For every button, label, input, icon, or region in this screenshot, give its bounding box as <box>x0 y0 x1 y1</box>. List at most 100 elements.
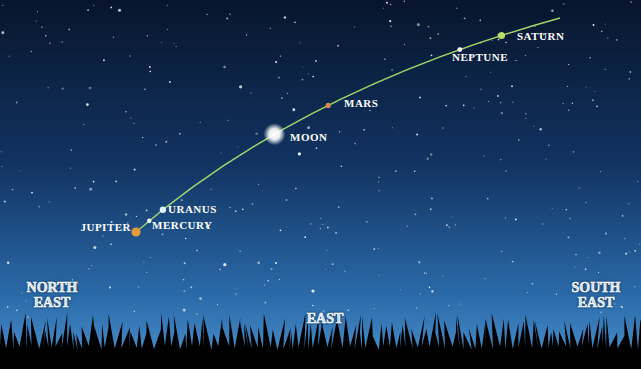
star <box>395 170 397 172</box>
star <box>167 5 168 6</box>
star <box>593 24 595 26</box>
star <box>295 188 296 189</box>
direction-label: EAST <box>287 311 363 326</box>
star <box>374 308 375 309</box>
star <box>267 280 269 282</box>
star <box>629 251 630 252</box>
ecliptic-line <box>136 18 560 232</box>
star <box>93 246 96 249</box>
star <box>465 76 466 77</box>
star <box>210 189 211 190</box>
star <box>312 76 314 78</box>
planet-dot <box>264 123 286 145</box>
star <box>511 85 513 87</box>
star <box>38 206 39 207</box>
star <box>219 269 221 271</box>
star <box>239 85 242 88</box>
star <box>83 124 84 125</box>
star <box>505 170 507 172</box>
star <box>429 287 431 289</box>
star <box>136 216 137 217</box>
star <box>428 26 430 28</box>
star <box>49 201 50 202</box>
star <box>490 72 491 73</box>
star <box>404 1 405 2</box>
star <box>446 224 448 226</box>
star <box>480 89 482 91</box>
star <box>568 236 570 238</box>
star <box>552 208 553 209</box>
planet-dot <box>498 32 505 39</box>
star <box>637 181 638 182</box>
star <box>235 210 237 212</box>
star <box>628 203 630 205</box>
star <box>299 42 300 43</box>
star <box>109 286 111 288</box>
star <box>589 57 591 59</box>
star <box>89 87 92 90</box>
star <box>479 20 481 22</box>
planet-dot <box>147 219 151 223</box>
star <box>278 77 280 79</box>
star <box>629 78 630 79</box>
star <box>258 184 259 185</box>
star <box>487 198 489 200</box>
star <box>129 55 130 56</box>
star <box>26 301 27 302</box>
star <box>592 99 594 101</box>
star <box>569 218 571 220</box>
star <box>588 257 589 258</box>
star <box>315 60 317 62</box>
star <box>378 181 379 182</box>
star <box>574 266 575 267</box>
star <box>347 310 349 312</box>
star <box>308 73 309 74</box>
star <box>239 251 241 253</box>
star <box>252 203 254 205</box>
star <box>88 268 89 269</box>
star <box>390 26 391 27</box>
star <box>1 166 2 167</box>
star <box>634 286 635 287</box>
star <box>280 56 281 57</box>
star <box>185 238 187 240</box>
star <box>448 227 449 228</box>
star <box>138 286 139 287</box>
star <box>7 262 10 265</box>
star <box>556 294 557 295</box>
star <box>585 202 587 204</box>
star <box>596 105 598 107</box>
star <box>383 8 384 9</box>
star <box>255 133 258 136</box>
star <box>501 112 503 114</box>
star <box>505 42 506 43</box>
star <box>144 89 146 91</box>
star <box>217 304 218 305</box>
star <box>585 86 586 87</box>
star <box>390 4 392 6</box>
star <box>622 215 624 217</box>
star <box>414 171 416 173</box>
star <box>271 268 273 270</box>
star <box>600 311 601 312</box>
star <box>86 103 89 106</box>
star <box>134 310 136 312</box>
star <box>515 60 516 61</box>
star <box>525 55 526 56</box>
star <box>415 213 417 215</box>
star <box>169 81 171 83</box>
star <box>113 37 114 38</box>
star <box>196 313 197 314</box>
star <box>512 261 514 263</box>
star <box>146 272 147 273</box>
star <box>190 286 192 288</box>
star <box>89 188 92 191</box>
star <box>229 13 231 15</box>
star <box>161 42 162 43</box>
star <box>621 306 623 308</box>
star <box>206 14 208 16</box>
star <box>625 253 627 255</box>
planet-label: NEPTUNE <box>452 51 508 64</box>
star <box>286 199 288 201</box>
